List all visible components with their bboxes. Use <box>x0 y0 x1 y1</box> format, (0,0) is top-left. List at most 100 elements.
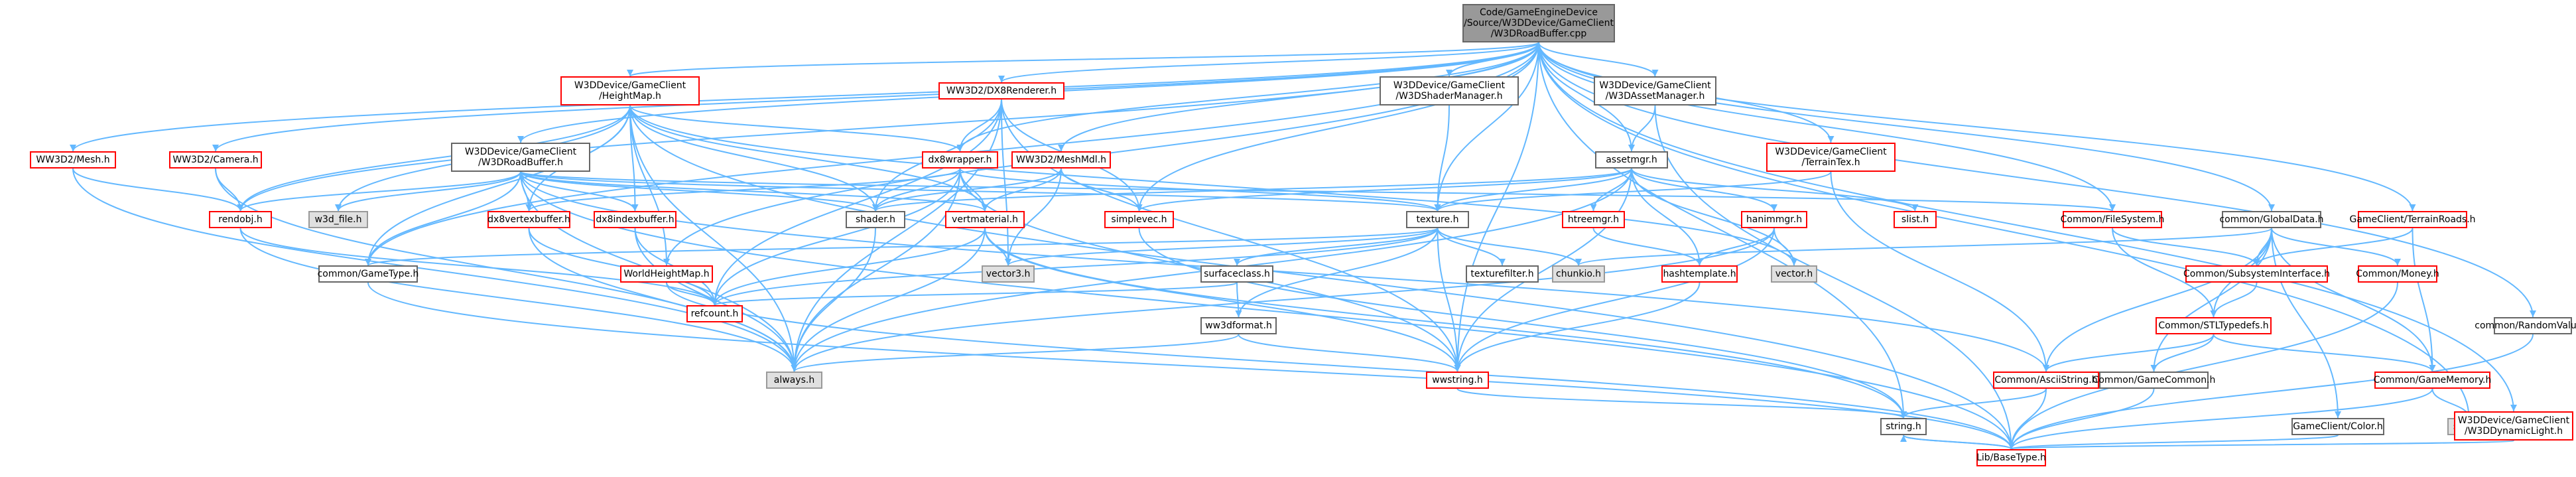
header-node-slist-h[interactable]: slist.h <box>1894 211 1937 228</box>
header-node-common-money-h[interactable]: Common/Money.h <box>2356 265 2439 283</box>
header-node-common-gamecommon-h[interactable]: Common/GameCommon.h <box>2093 372 2215 389</box>
edge-arrowhead <box>1791 259 1797 265</box>
edge-subsys-to-stltypes <box>2213 282 2258 318</box>
edge-arrowhead <box>982 204 988 211</box>
edge-money-to-basetype <box>2010 282 2398 450</box>
header-node-simplevec-h[interactable]: simplevec.h <box>1104 211 1174 228</box>
header-node-string-h[interactable]: string.h <box>1880 418 1927 435</box>
edge-root-to-assetmgr <box>1538 42 1632 152</box>
header-node-common-subsysteminterface-h[interactable]: Common/SubsystemInterface.h <box>2183 265 2330 283</box>
header-node-common-stltypedefs-h[interactable]: Common/STLTypedefs.h <box>2156 317 2272 334</box>
header-node-shader-h[interactable]: shader.h <box>846 211 905 228</box>
header-node-common-gametype-h[interactable]: common/GameType.h <box>318 265 419 283</box>
header-node-worldheightmap-h[interactable]: WorldHeightMap.h <box>620 265 713 283</box>
edge-arrowhead <box>1575 259 1582 265</box>
header-node-dx8wrapper-h[interactable]: dx8wrapper.h <box>922 151 998 169</box>
edge-arrowhead <box>631 204 639 211</box>
header-node-texture-h[interactable]: texture.h <box>1406 211 1469 228</box>
edge-texture-to-texfilter <box>1437 228 1503 266</box>
edge-arrowhead <box>2109 204 2116 211</box>
edge-root-to-hmap <box>629 42 1539 77</box>
edge-meshmdl-to-vertmat <box>984 168 1062 212</box>
header-node-ww3d2-camera-h[interactable]: WW3D2/Camera.h <box>169 151 262 169</box>
edge-meshmdl-to-shader <box>875 168 1062 212</box>
root-file-node[interactable]: Code/GameEngineDevice /Source/W3DDevice/… <box>1462 4 1615 42</box>
edge-arrowhead <box>70 145 76 151</box>
edge-terraintex-to-texture <box>1437 171 1832 212</box>
header-node-gameclient-color-h[interactable]: GameClient/Color.h <box>2291 418 2384 435</box>
header-node-common-globaldata-h[interactable]: common/GlobalData.h <box>2219 211 2324 228</box>
header-node-always-h[interactable]: always.h <box>766 372 822 389</box>
edge-roadbuf-to-vertmat <box>520 171 986 212</box>
header-node-surfaceclass-h[interactable]: surfaceclass.h <box>1200 265 1273 283</box>
edge-texture-to-ww3dformat <box>1238 228 1439 318</box>
header-node-common-asciistring-h[interactable]: Common/AsciiString.h <box>1993 372 2099 389</box>
header-node-w3ddevice-gameclient-w3dassetmanager-h[interactable]: W3DDevice/GameClient /W3DAssetManager.h <box>1594 76 1716 105</box>
edge-assetmgr-to-texture <box>1437 168 1632 212</box>
header-node-htreemgr-h[interactable]: htreemgr.h <box>1562 211 1625 228</box>
edge-wwstring-to-stringh <box>1456 388 1904 419</box>
header-node-vector-h[interactable]: vector.h <box>1771 265 1817 283</box>
edge-gamemem-to-basetype <box>2010 388 2433 450</box>
edge-arrowhead <box>212 145 219 151</box>
edge-assetmgrW3D-to-assetmgr <box>1631 105 1656 152</box>
header-node-vector3-h[interactable]: vector3.h <box>982 265 1035 283</box>
edge-arrowhead <box>1590 204 1597 211</box>
edge-roadbuf-to-dx8ib <box>520 171 636 212</box>
header-node-dx8vertexbuffer-h[interactable]: dx8vertexbuffer.h <box>487 211 570 228</box>
edge-shader-to-always <box>793 228 876 372</box>
edge-root-to-filesys <box>1538 42 2113 212</box>
edge-arrowhead <box>1771 204 1777 211</box>
edge-globaldata-to-gamecommon <box>2153 228 2272 372</box>
header-node-ww3d2-mesh-h[interactable]: WW3D2/Mesh.h <box>30 151 116 169</box>
header-node-dx8indexbuffer-h[interactable]: dx8indexbuffer.h <box>594 211 676 228</box>
header-node-wwstring-h[interactable]: wwstring.h <box>1426 372 1489 389</box>
header-node-common-filesystem-h[interactable]: Common/FileSystem.h <box>2061 211 2164 228</box>
edge-hmap-to-gametype <box>367 105 631 266</box>
edge-ww3dformat-to-always <box>793 334 1240 372</box>
header-node-rendobj-h[interactable]: rendobj.h <box>209 211 272 228</box>
edge-basetype-to-stringh <box>1903 435 2012 450</box>
edge-hmap-to-rendobj <box>239 105 631 212</box>
header-node-w3ddevice-gameclient-heightmap-h[interactable]: W3DDevice/GameClient /HeightMap.h <box>560 76 700 105</box>
header-node-ww3d2-dx8renderer-h[interactable]: WW3D2/DX8Renderer.h <box>938 82 1064 100</box>
header-node-common-randomvalue-h[interactable]: common/RandomValue.h <box>2475 317 2576 334</box>
edge-hmap-to-always <box>629 105 795 372</box>
header-node-hashtemplate-h[interactable]: hashtemplate.h <box>1661 265 1738 283</box>
header-node-texturefilter-h[interactable]: texturefilter.h <box>1466 265 1539 283</box>
edge-arrowhead <box>2253 259 2260 265</box>
header-node-w3ddevice-gameclient-terraintex-h[interactable]: W3DDevice/GameClient /TerrainTex.h <box>1766 143 1896 172</box>
header-node-w3ddevice-gameclient-w3dshadermanager-h[interactable]: W3DDevice/GameClient /W3DShaderManager.h <box>1380 76 1519 105</box>
header-node-chunkio-h[interactable]: chunkio.h <box>1552 265 1605 283</box>
edge-roadbuf-to-texture <box>520 171 1439 212</box>
header-node-w3ddevice-gameclient-w3ddynamiclight-h[interactable]: W3DDevice/GameClient /W3DDynamicLight.h <box>2454 411 2573 441</box>
edge-root-to-simplevec <box>1138 42 1539 212</box>
edge-dx8r-to-refcount <box>714 99 1002 306</box>
edge-root-to-dx8r <box>1001 42 1539 83</box>
header-node-ww3d2-meshmdl-h[interactable]: WW3D2/MeshMdl.h <box>1011 151 1111 169</box>
edge-arrowhead <box>2043 365 2049 372</box>
edge-arrowhead <box>517 136 524 143</box>
edge-roadbuf-to-rendobj <box>239 171 521 212</box>
header-node-vertmaterial-h[interactable]: vertmaterial.h <box>945 211 1025 228</box>
header-node-w3ddevice-gameclient-w3droadbuffer-h[interactable]: W3DDevice/GameClient /W3DRoadBuffer.h <box>451 143 590 172</box>
header-node-hanimmgr-h[interactable]: hanimmgr.h <box>1741 211 1807 228</box>
edge-arrowhead <box>2409 204 2416 211</box>
edge-arrowhead <box>872 204 879 211</box>
header-node-assetmgr-h[interactable]: assetmgr.h <box>1595 151 1668 169</box>
header-node-lib-basetype-h[interactable]: Lib/BaseType.h <box>1976 449 2046 466</box>
header-node-gameclient-terrainroads-h[interactable]: GameClient/TerrainRoads.h <box>2349 211 2476 228</box>
header-node-ww3dformat-h[interactable]: ww3dformat.h <box>1200 317 1277 334</box>
edge-filesys-to-subsys <box>2112 228 2258 266</box>
edge-roadbuf-to-filesys <box>520 171 2113 212</box>
header-node-w3d-file-h[interactable]: w3d_file.h <box>308 211 368 228</box>
edge-globaldata-to-gamemem <box>2271 228 2433 372</box>
edge-arrowhead <box>1058 145 1064 151</box>
edge-hanimmgr-to-hashtpl <box>1699 228 1775 266</box>
edge-vertmat-to-always <box>793 228 986 372</box>
header-node-refcount-h[interactable]: refcount.h <box>686 305 743 322</box>
edge-ww3dformat-to-wwstring <box>1238 334 1458 372</box>
edge-terrainroads-to-subsys <box>2256 228 2414 266</box>
header-node-common-gamememory-h[interactable]: Common/GameMemory.h <box>2374 372 2491 389</box>
